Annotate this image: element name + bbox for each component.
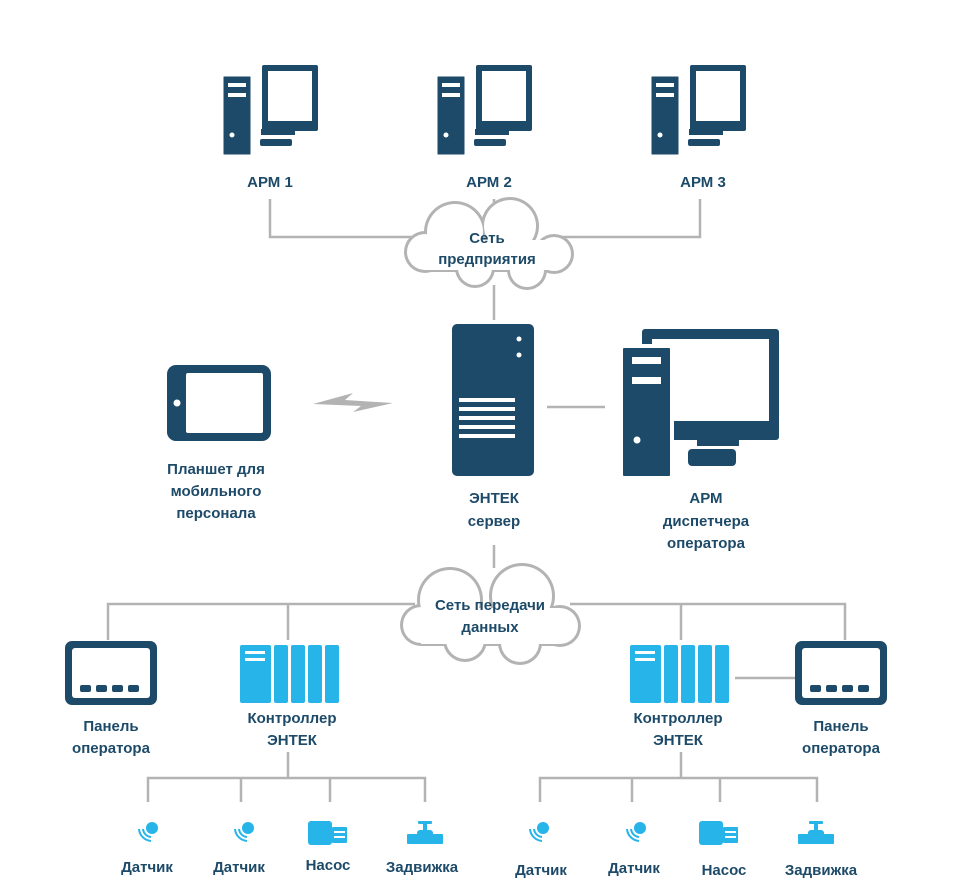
- device-label: Насос: [306, 857, 351, 874]
- sensor-icon: [234, 821, 255, 842]
- left-operator-panel: Панель оператора: [65, 641, 157, 757]
- dispatcher-label-line1: АРМ: [689, 490, 722, 507]
- enterprise-network-cloud: Сеть предприятия: [404, 197, 574, 290]
- entek-server: ЭНТЕК сервер: [452, 324, 534, 530]
- sensor-icon: [529, 821, 550, 842]
- right-valve: Задвижка: [785, 821, 858, 879]
- device-label: Задвижка: [386, 859, 459, 876]
- left-controller: Контроллер ЭНТЕК: [240, 645, 339, 749]
- cloud-label-line1: Сеть: [469, 230, 505, 247]
- cloud-label-line2: данных: [461, 619, 519, 636]
- left-sensor-1: Датчик: [121, 821, 173, 876]
- operator-panel-icon: [795, 641, 887, 705]
- controller-label-line1: Контроллер: [247, 710, 336, 727]
- sensor-icon: [626, 821, 647, 842]
- cloud-icon: [400, 563, 581, 665]
- dispatcher-label-line3: оператора: [667, 535, 746, 552]
- desktop-computer-icon: [220, 63, 320, 158]
- controller-icon: [630, 645, 729, 703]
- right-controller: Контроллер ЭНТЕК: [630, 645, 729, 749]
- workstation-label: АРМ 1: [247, 174, 293, 191]
- pump-icon: [308, 821, 347, 845]
- tablet-label-line3: персонала: [176, 505, 256, 522]
- device-label: Датчик: [121, 859, 173, 876]
- cloud-label-line1: Сеть передачи: [435, 597, 545, 614]
- operator-panel-icon: [65, 641, 157, 705]
- valve-icon: [407, 821, 443, 844]
- workstation-2: АРМ 2: [434, 63, 534, 191]
- pump-icon: [699, 821, 738, 845]
- tablet-icon: [167, 365, 271, 441]
- desktop-computer-icon: [619, 329, 779, 480]
- right-sensor-1: Датчик: [515, 821, 567, 879]
- sensor-icon: [138, 821, 159, 842]
- device-label: Датчик: [515, 862, 567, 879]
- cloud-label-line2: предприятия: [438, 251, 536, 268]
- right-pump: Насос: [699, 821, 746, 879]
- tablet-label-line2: мобильного: [171, 483, 262, 500]
- server-label-line2: сервер: [468, 513, 520, 530]
- left-sensor-2: Датчик: [213, 821, 265, 876]
- left-valve: Задвижка: [386, 821, 459, 876]
- server-label-line1: ЭНТЕК: [469, 490, 520, 507]
- device-label: Насос: [702, 862, 747, 879]
- controller-label-line2: ЭНТЕК: [653, 732, 704, 749]
- panel-label-line2: оператора: [802, 740, 881, 757]
- server-icon: [452, 324, 534, 476]
- controller-icon: [240, 645, 339, 703]
- right-sensor-2: Датчик: [608, 821, 660, 877]
- cloud-icon: [404, 197, 574, 290]
- dispatcher-workstation: АРМ диспетчера оператора: [619, 329, 779, 552]
- workstation-label: АРМ 3: [680, 174, 726, 191]
- device-label: Задвижка: [785, 862, 858, 879]
- wireless-link-icon: [313, 393, 393, 412]
- panel-label-line1: Панель: [813, 718, 868, 735]
- valve-icon: [798, 821, 834, 844]
- dispatcher-label-line2: диспетчера: [663, 513, 750, 530]
- right-operator-panel: Панель оператора: [795, 641, 887, 757]
- left-pump: Насос: [306, 821, 351, 874]
- panel-label-line1: Панель: [83, 718, 138, 735]
- device-label: Датчик: [213, 859, 265, 876]
- controller-label-line2: ЭНТЕК: [267, 732, 318, 749]
- workstation-3: АРМ 3: [648, 63, 748, 191]
- mobile-tablet: Планшет для мобильного персонала: [167, 365, 271, 522]
- connection-lines: [106, 199, 847, 802]
- data-network-cloud: Сеть передачи данных: [400, 563, 581, 665]
- tablet-label-line1: Планшет для: [167, 461, 265, 478]
- desktop-computer-icon: [434, 63, 534, 158]
- workstation-1: АРМ 1: [220, 63, 320, 191]
- workstation-label: АРМ 2: [466, 174, 512, 191]
- desktop-computer-icon: [648, 63, 748, 158]
- panel-label-line2: оператора: [72, 740, 151, 757]
- device-label: Датчик: [608, 860, 660, 877]
- controller-label-line1: Контроллер: [633, 710, 722, 727]
